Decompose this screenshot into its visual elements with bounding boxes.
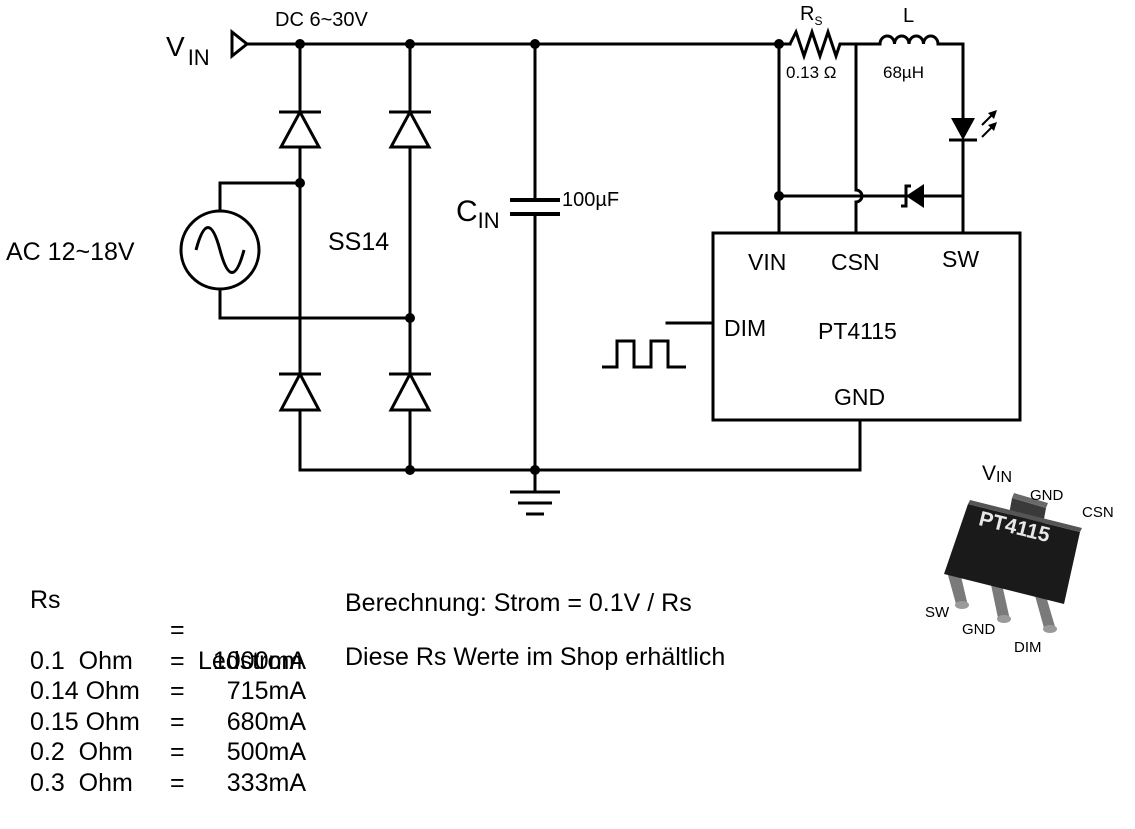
wire-ac-bottom [218,288,412,320]
ground-icon [510,490,560,516]
capacitor-icon [510,198,560,216]
ac-range-label: AC 12~18V [6,238,135,266]
rs-table-row: 0.1 Ohm = 1000mA [30,646,306,677]
rs-table-row: 0.14 Ohm = 715mA [30,676,306,707]
rs-value: 0.15 Ohm [30,707,140,736]
ic-pin-dim: DIM [724,315,766,341]
rs-value-label: 0.13 Ω [786,63,837,82]
current-value: 1000mA [212,646,306,675]
rs-value: 0.1 Ohm [30,646,133,675]
rs-symbol-label: RS [800,3,822,28]
rs-table-row: 0.3 Ohm = 333mA [30,768,306,799]
current-value: 680mA [226,707,306,736]
diode-type-label: SS14 [328,228,389,256]
formula-note: Berechnung: Strom = 0.1V / Rs [345,589,692,617]
rs-table-row: 0.2 Ohm = 500mA [30,737,306,768]
diode-top-left [278,108,322,149]
junction-dots [295,39,784,475]
rs-table-rows: 0.1 Ohm = 1000mA 0.14 Ohm = 715mA 0.15 Ohm = 680… [30,646,306,799]
ic-pin-gnd: GND [834,384,885,410]
wire-ac-top [218,181,302,212]
rs-table: Rs = Ledstrom 0.1 Ohm = 1000mA 0.14 Ohm = 715… [30,493,306,829]
pkg-label-vin: VIN [982,462,1012,486]
current-value: 715mA [226,677,306,705]
pwm-signal-icon [602,339,686,369]
vin-terminal-icon [230,28,250,60]
rs-value: 0.3 Ohm [30,768,133,797]
equals-sign: = [170,646,185,675]
inductor-value-label: 68µH [883,63,924,82]
equals-sign: = [170,738,185,766]
rs-table-header: Rs = Ledstrom [30,585,303,675]
ac-source-icon [179,209,261,291]
pkg-label-dim: DIM [1014,639,1042,656]
equals-sign: = [170,707,185,736]
equals-sign: = [170,677,185,705]
current-value: 500mA [226,738,306,766]
rs-table-row: 0.15 Ohm = 680mA [30,707,306,738]
dc-range-label: DC 6~30V [275,9,368,31]
current-value: 333mA [226,768,306,797]
led-icon [949,110,997,142]
ic-name: PT4115 [818,318,897,344]
ic-pin-csn: CSN [831,249,880,275]
ic-pin-sw: SW [942,246,979,272]
pkg-label-sw: SW [925,604,950,621]
diode-bottom-right [388,370,432,412]
inductor-symbol-label: L [903,5,914,27]
schottky-diode-icon [901,184,924,208]
cap-symbol-label: CIN [456,195,500,233]
pkg-label-csn: CSN [1082,504,1114,521]
wire-l-led [936,42,965,120]
inductor-icon [878,34,940,45]
rs-value: 0.2 Ohm [30,738,133,766]
resistor-icon [788,27,845,61]
equals-sign: = [170,768,185,797]
diode-bottom-left [278,370,322,412]
diode-top-right [388,108,432,149]
ic-pin-vin: VIN [748,249,786,275]
pkg-label-gnd-top: GND [1030,487,1064,504]
rs-value: 0.14 Ohm [30,677,140,705]
ic-body [711,231,1022,422]
package-illustration: PT4115 [944,493,1082,633]
shop-note: Diese Rs Werte im Shop erhältlich [345,643,726,671]
cap-value-label: 100µF [562,189,619,211]
pkg-label-gnd-bottom: GND [962,621,996,638]
